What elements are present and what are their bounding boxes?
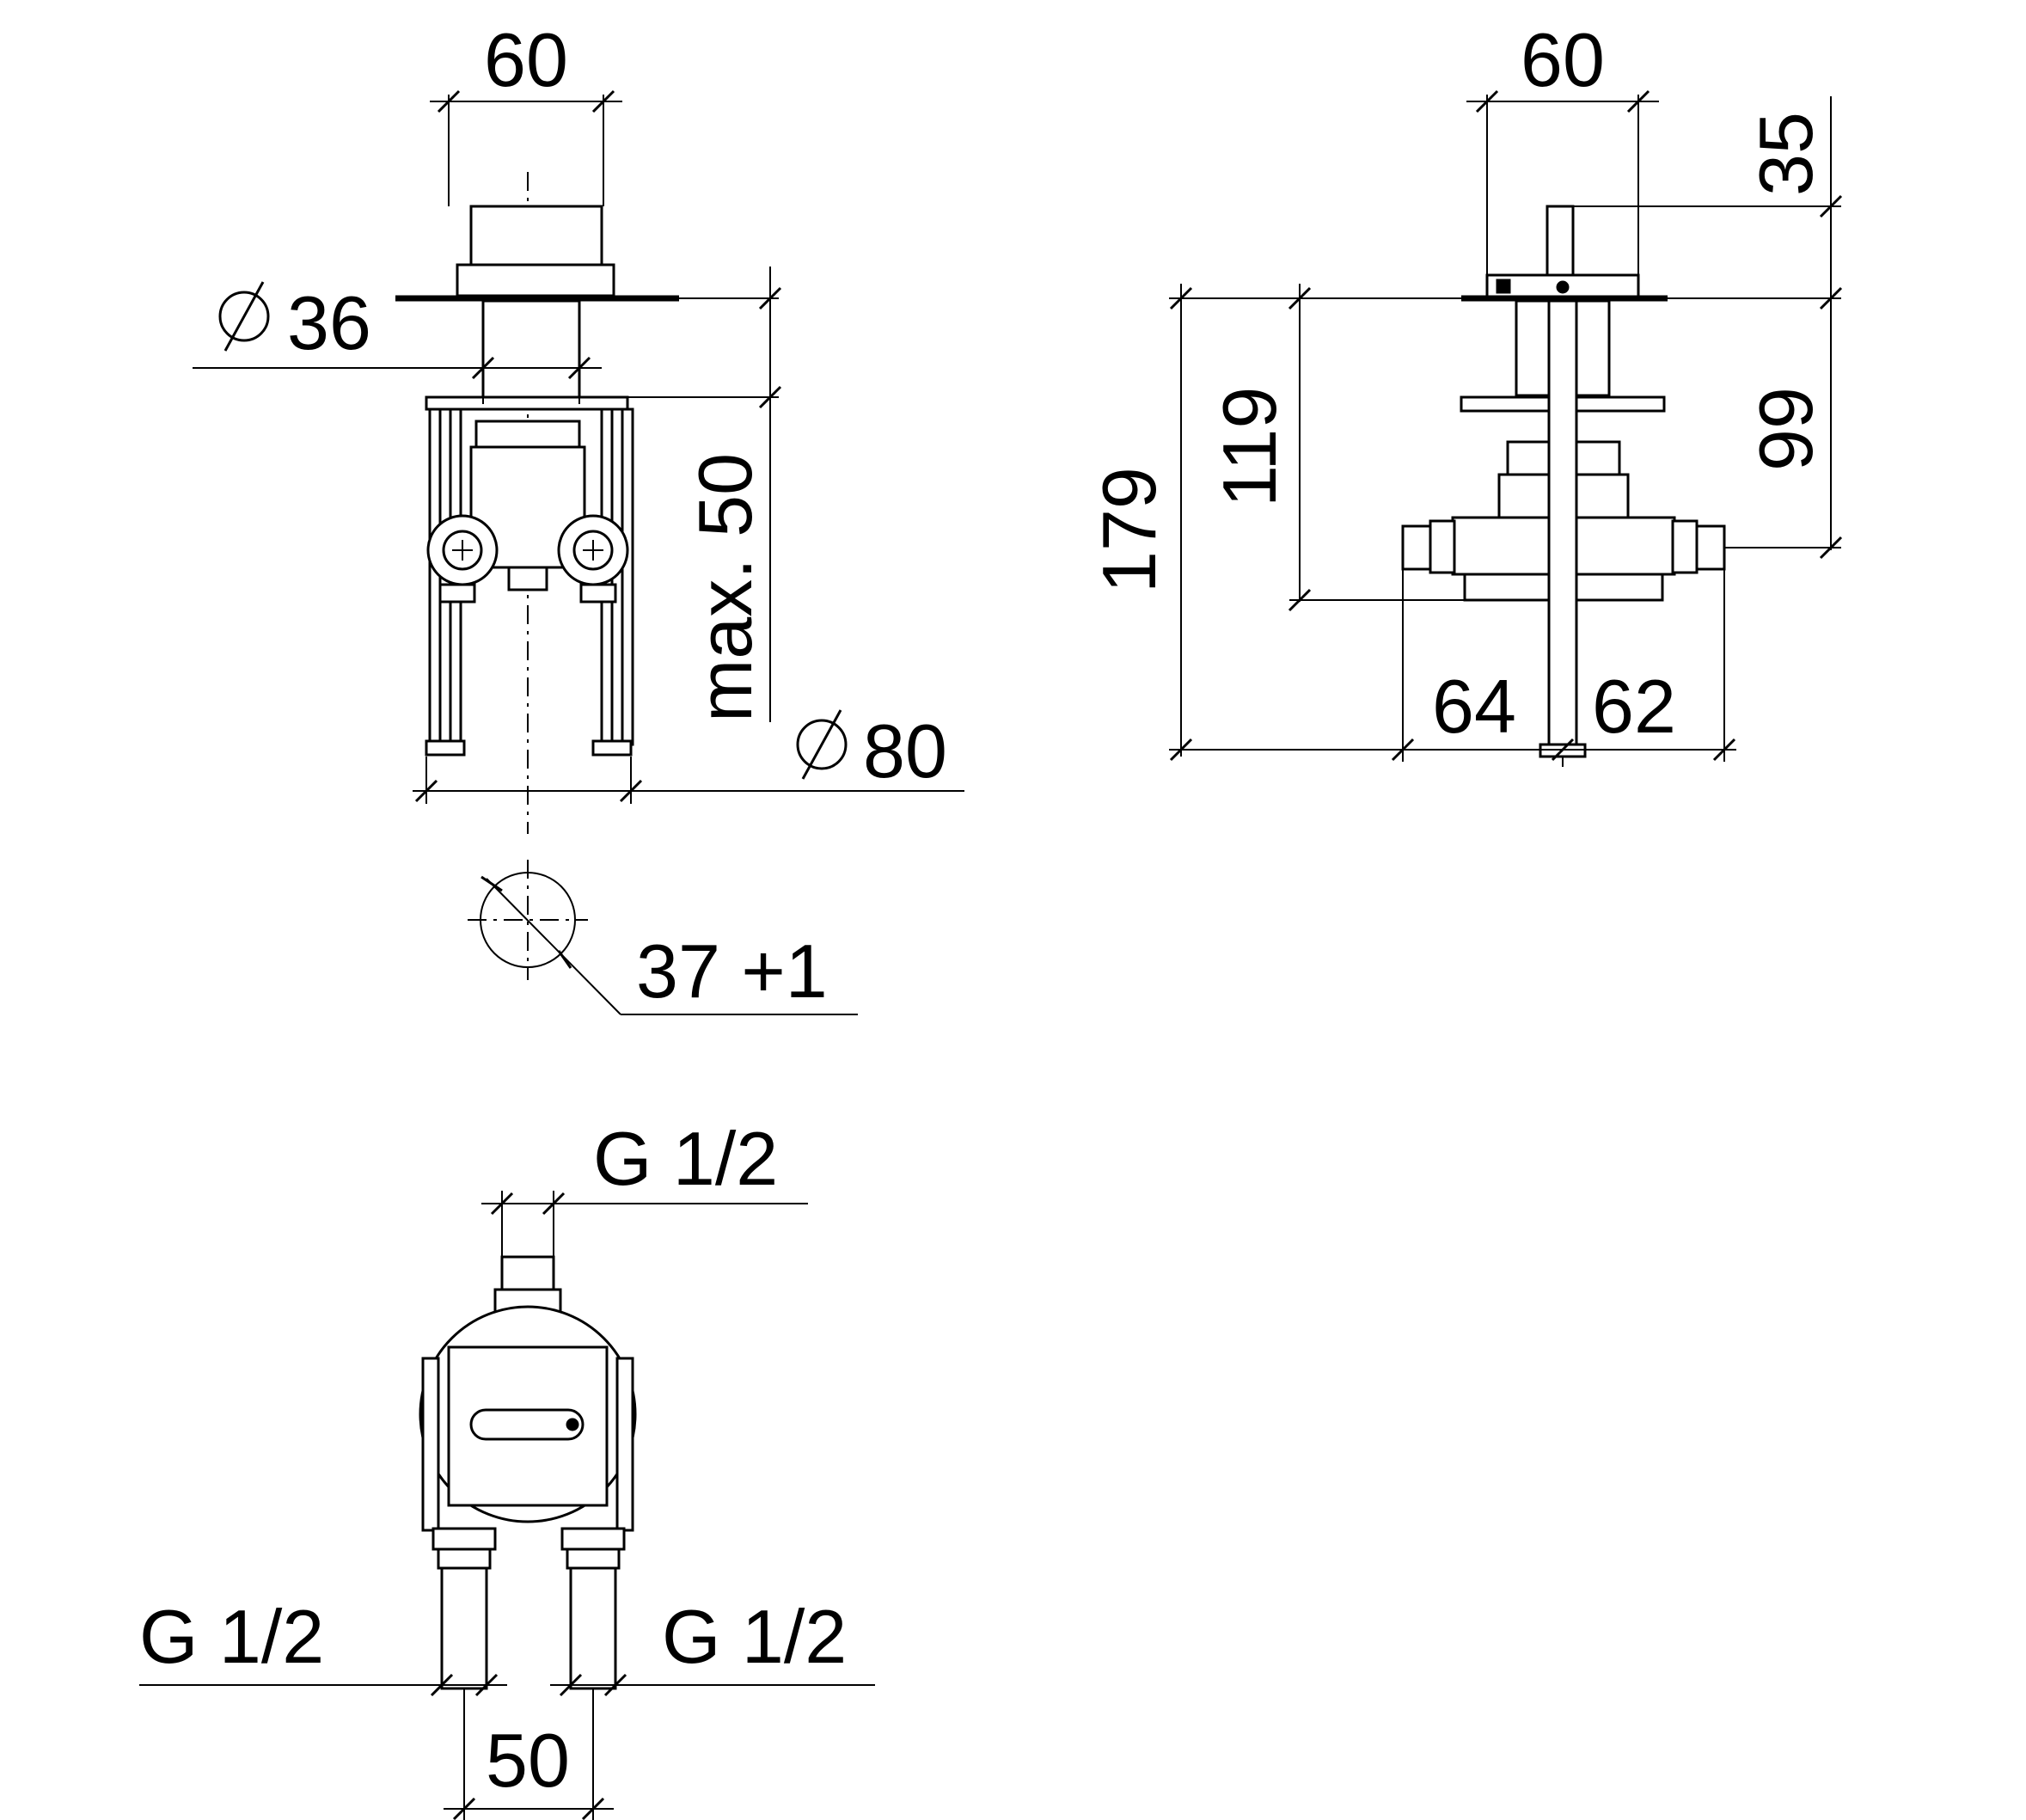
side-width-label: 60	[1521, 17, 1605, 102]
depth-label: max. 50	[682, 453, 768, 722]
bottom-view	[139, 1191, 875, 1820]
front-view	[193, 89, 964, 1015]
top-thread-label: G 1/2	[593, 1116, 778, 1201]
frame-diameter-label: 80	[863, 708, 947, 794]
front-width-label: 60	[484, 17, 568, 102]
side-view	[1169, 89, 1843, 774]
body-height-label: 119	[1207, 387, 1292, 507]
rosette-diameter-label: 36	[287, 280, 371, 365]
left-thread-label: G 1/2	[139, 1594, 324, 1679]
total-height-label: 179	[1086, 467, 1172, 593]
right-thread-label: G 1/2	[662, 1594, 847, 1679]
left-offset-label: 64	[1432, 664, 1516, 749]
inner-height-label: 99	[1743, 387, 1828, 471]
right-offset-label: 62	[1592, 664, 1676, 749]
spacing-label: 50	[486, 1718, 570, 1803]
stem-label: 35	[1743, 112, 1828, 196]
diameter-icon	[796, 709, 848, 780]
diameter-icon	[218, 281, 270, 352]
mounting-hole-label: 37 +1	[636, 928, 828, 1014]
